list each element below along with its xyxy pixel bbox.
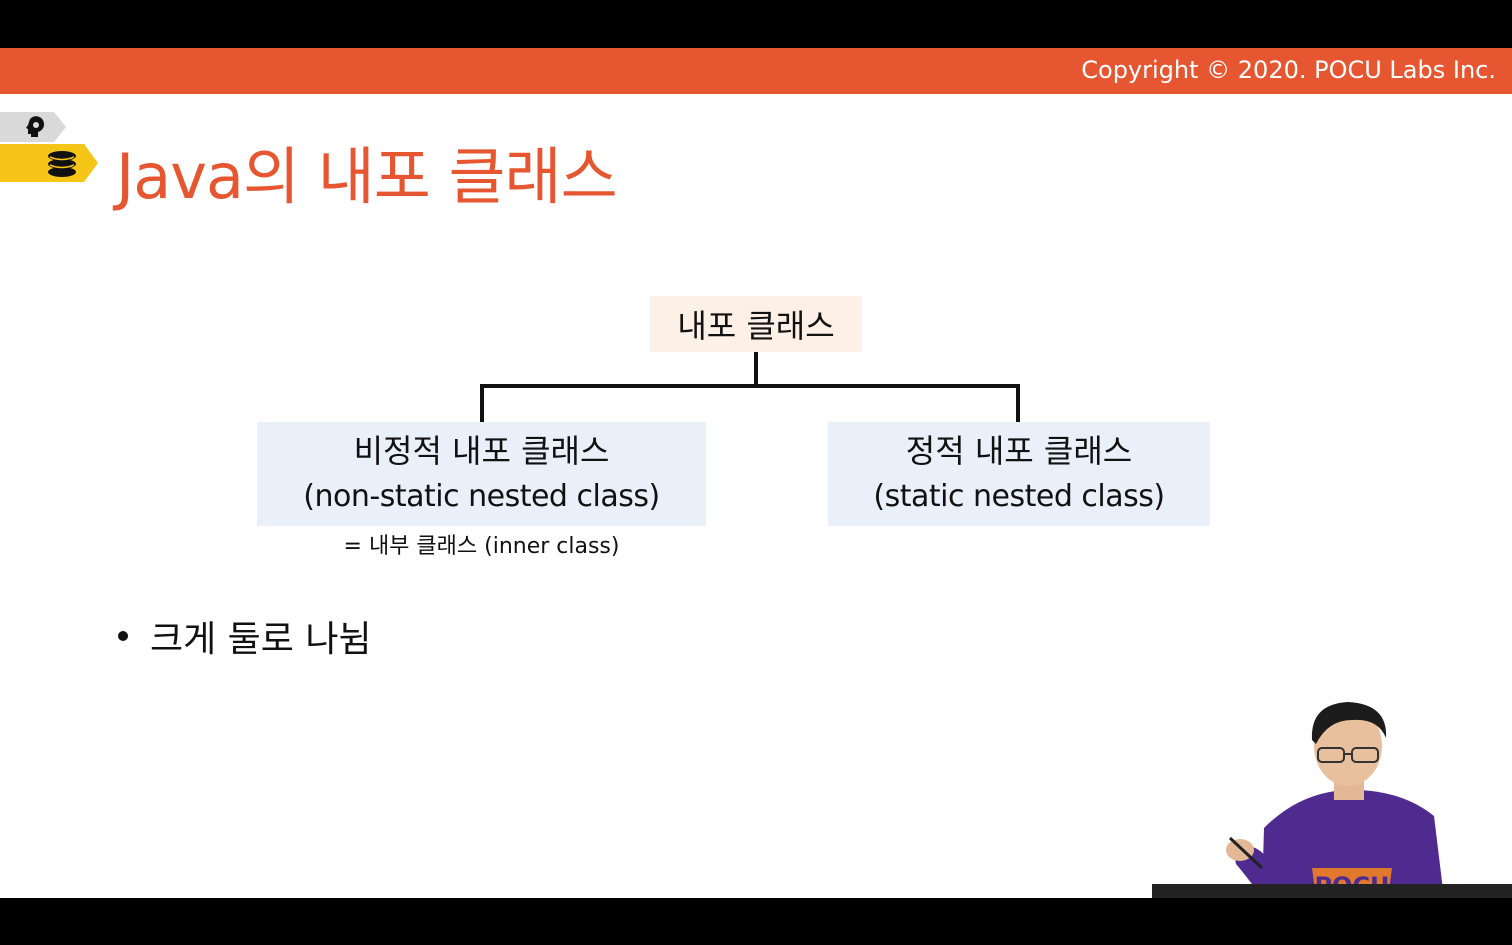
bullet-item: 크게 둘로 나뉨 <box>118 610 372 662</box>
gray-tab <box>0 112 66 142</box>
presenter-video: POCU <box>1152 698 1512 898</box>
bullet-dot <box>118 631 128 641</box>
root-node-label: 내포 클래스 <box>677 307 835 345</box>
book-stack-icon <box>48 151 76 177</box>
non-static-node-title: 비정적 내포 클래스 <box>353 432 610 470</box>
static-node-title: 정적 내포 클래스 <box>905 432 1133 470</box>
header-bar: Copyright © 2020. POCU Labs Inc. <box>0 48 1512 94</box>
yellow-tab <box>0 144 98 182</box>
static-node-subtitle: (static nested class) <box>873 479 1165 514</box>
video-letterbox-bottom <box>0 898 1512 945</box>
root-node: 내포 클래스 <box>650 296 862 352</box>
slide-title: Java의 내포 클래스 <box>116 140 618 213</box>
slide: Copyright © 2020. POCU Labs Inc. Java의 내… <box>0 48 1512 898</box>
static-nested-class-node: 정적 내포 클래스 (static nested class) <box>828 422 1210 526</box>
video-letterbox-top <box>0 0 1512 48</box>
copyright-text: Copyright © 2020. POCU Labs Inc. <box>1081 56 1496 84</box>
non-static-nested-class-node: 비정적 내포 클래스 (non-static nested class) <box>257 422 706 526</box>
bullet-text: 크게 둘로 나뉨 <box>150 619 372 660</box>
head-idea-icon <box>26 116 45 137</box>
inner-class-note: = 내부 클래스 (inner class) <box>343 534 620 559</box>
non-static-node-subtitle: (non-static nested class) <box>303 479 660 514</box>
